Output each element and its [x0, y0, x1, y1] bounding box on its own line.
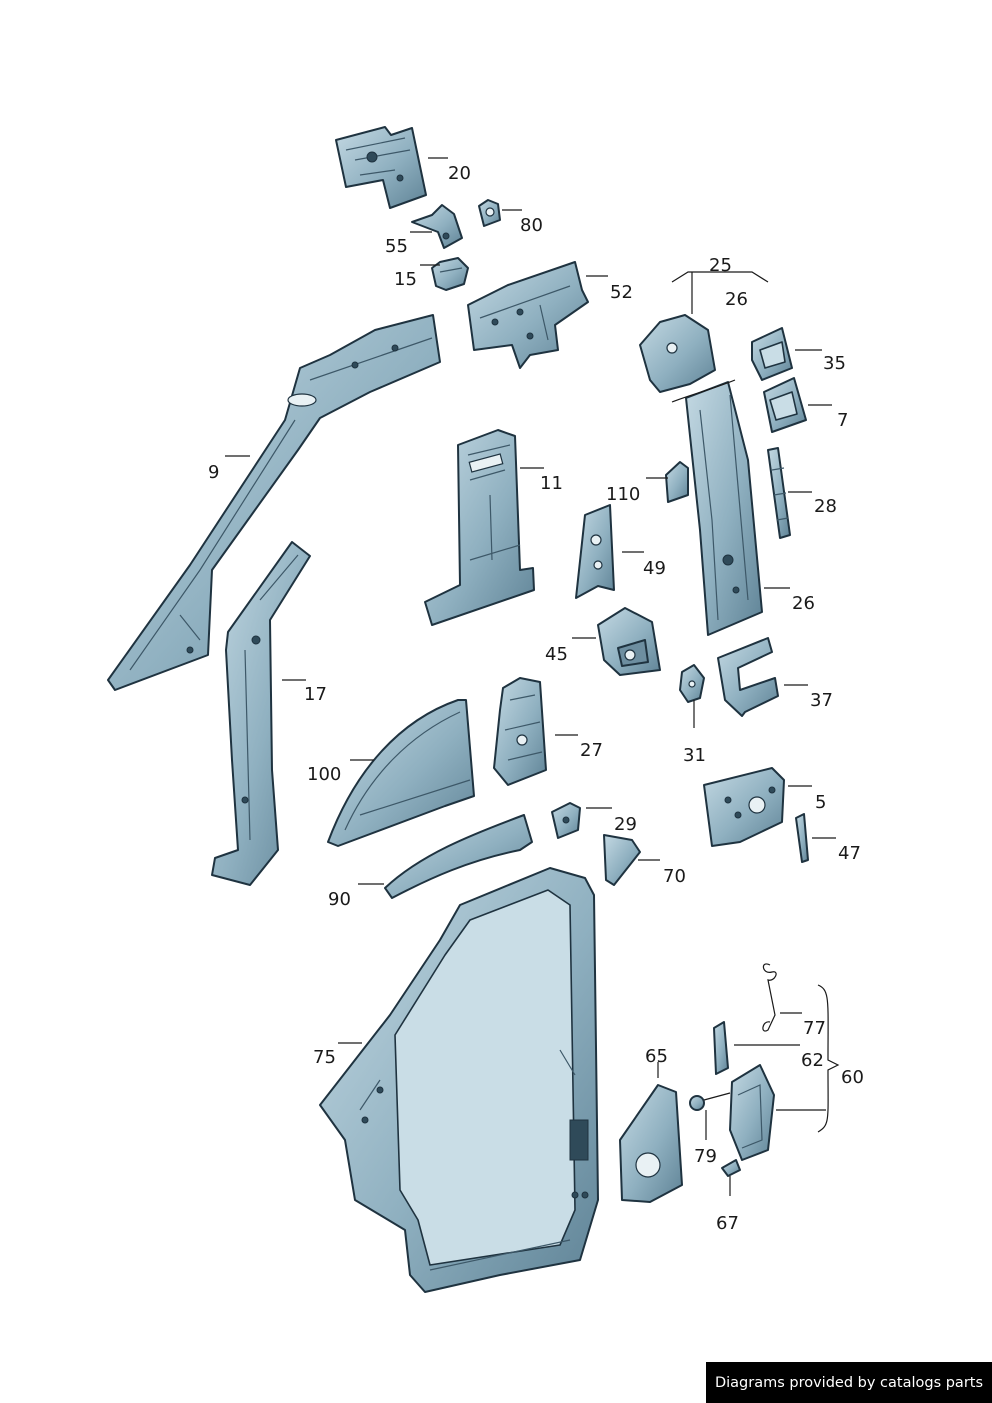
part-110[interactable] — [665, 461, 689, 503]
callout-20: 20 — [448, 163, 471, 184]
part-49[interactable] — [575, 504, 615, 599]
part-35[interactable] — [751, 327, 793, 381]
part-60[interactable] — [729, 1064, 775, 1161]
part-37[interactable] — [717, 637, 779, 717]
callout-52: 52 — [610, 282, 633, 303]
callout-70: 70 — [663, 866, 686, 887]
callout-25: 25 — [709, 255, 732, 276]
callout-31: 31 — [683, 745, 706, 766]
callout-5: 5 — [815, 792, 826, 813]
part-26-lower[interactable] — [671, 379, 763, 636]
callout-26-bottom: 26 — [792, 593, 815, 614]
part-17[interactable] — [211, 541, 311, 886]
callout-75: 75 — [313, 1047, 336, 1068]
callout-55: 55 — [385, 236, 408, 257]
part-20[interactable] — [335, 126, 427, 209]
part-47[interactable] — [795, 813, 809, 863]
callout-79: 79 — [694, 1146, 717, 1167]
callout-49: 49 — [643, 558, 666, 579]
part-77[interactable] — [762, 963, 777, 1032]
footer-credit: Diagrams provided by catalogs parts — [706, 1362, 992, 1403]
callout-100: 100 — [307, 764, 341, 785]
callout-labels: 20 80 55 15 52 25 26 35 7 9 11 110 28 49… — [208, 163, 864, 1234]
callout-7: 7 — [837, 410, 848, 431]
callout-47: 47 — [838, 843, 861, 864]
callout-80: 80 — [520, 215, 543, 236]
part-11[interactable] — [424, 429, 535, 626]
callout-11: 11 — [540, 473, 563, 494]
callout-45: 45 — [545, 644, 568, 665]
part-75[interactable] — [319, 867, 599, 1293]
part-70[interactable] — [603, 834, 641, 886]
callout-26-top: 26 — [725, 289, 748, 310]
callout-9: 9 — [208, 462, 219, 483]
callout-110: 110 — [606, 484, 640, 505]
part-26-upper[interactable] — [639, 314, 716, 393]
callout-17: 17 — [304, 684, 327, 705]
callout-67: 67 — [716, 1213, 739, 1234]
part-45[interactable] — [597, 607, 661, 676]
part-65[interactable] — [619, 1084, 683, 1203]
part-15[interactable] — [431, 257, 469, 291]
callout-29: 29 — [614, 814, 637, 835]
part-7[interactable] — [763, 377, 807, 433]
part-80[interactable] — [478, 199, 501, 227]
callout-35: 35 — [823, 353, 846, 374]
part-27[interactable] — [493, 677, 547, 786]
callout-62: 62 — [801, 1050, 824, 1071]
part-100[interactable] — [327, 699, 475, 847]
callout-15: 15 — [394, 269, 417, 290]
callout-28: 28 — [814, 496, 837, 517]
part-62[interactable] — [713, 1021, 729, 1075]
part-55[interactable] — [411, 204, 463, 249]
part-52[interactable] — [467, 261, 589, 369]
callout-27: 27 — [580, 740, 603, 761]
part-79[interactable] — [689, 1092, 731, 1111]
callout-77: 77 — [803, 1018, 826, 1039]
part-90[interactable] — [384, 814, 533, 899]
part-67[interactable] — [721, 1159, 741, 1177]
callout-37: 37 — [810, 690, 833, 711]
part-5[interactable] — [703, 767, 785, 847]
leader-lines — [225, 157, 840, 1196]
callout-90: 90 — [328, 889, 351, 910]
part-28[interactable] — [767, 447, 791, 539]
callout-60: 60 — [841, 1067, 864, 1088]
part-31[interactable] — [679, 664, 705, 703]
part-9[interactable] — [107, 314, 441, 691]
callout-65: 65 — [645, 1046, 668, 1067]
part-29[interactable] — [551, 802, 581, 839]
